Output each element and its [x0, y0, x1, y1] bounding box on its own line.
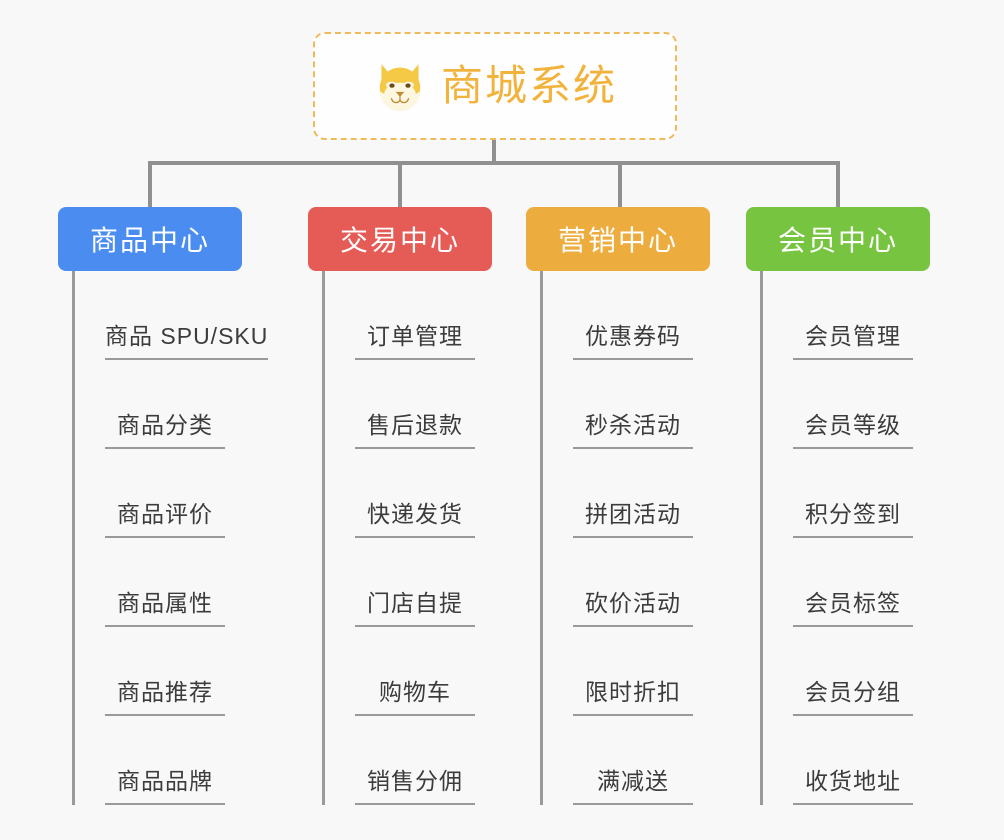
- branch-header-0[interactable]: 商品中心: [58, 207, 242, 271]
- leaf-label: 满减送: [573, 762, 693, 805]
- branch-header-1[interactable]: 交易中心: [308, 207, 492, 271]
- leaf-label: 会员管理: [793, 317, 913, 360]
- leaf-item[interactable]: 秒杀活动: [543, 360, 773, 449]
- leaf-list-1: 订单管理 售后退款 快递发货 门店自提 购物车 销售分佣: [322, 271, 555, 805]
- leaf-item[interactable]: 会员等级: [763, 360, 993, 449]
- leaf-item[interactable]: 商品 SPU/SKU: [75, 271, 305, 360]
- leaf-label: 拼团活动: [573, 495, 693, 538]
- leaf-item[interactable]: 优惠券码: [543, 271, 773, 360]
- leaf-list-2: 优惠券码 秒杀活动 拼团活动 砍价活动 限时折扣 满减送: [540, 271, 773, 805]
- connector-bus: [148, 161, 840, 165]
- connector-drop-3: [836, 161, 840, 208]
- leaf-item[interactable]: 门店自提: [325, 538, 555, 627]
- leaf-label: 会员分组: [793, 673, 913, 716]
- leaf-label: 商品推荐: [105, 673, 225, 716]
- leaf-label: 秒杀活动: [573, 406, 693, 449]
- leaf-item[interactable]: 砍价活动: [543, 538, 773, 627]
- branch-header-label-0: 商品中心: [89, 225, 210, 256]
- leaf-label: 购物车: [355, 673, 475, 716]
- leaf-label: 砍价活动: [573, 584, 693, 627]
- leaf-label: 优惠券码: [573, 317, 693, 360]
- leaf-item[interactable]: 销售分佣: [325, 716, 555, 805]
- branch-member-center: 会员中心 会员管理 会员等级 积分签到 会员标签 会员分组 收货地址: [746, 207, 993, 805]
- leaf-item[interactable]: 满减送: [543, 716, 773, 805]
- leaf-item[interactable]: 商品品牌: [75, 716, 305, 805]
- leaf-item[interactable]: 收货地址: [763, 716, 993, 805]
- leaf-label: 商品品牌: [105, 762, 225, 805]
- root-node[interactable]: 商城系统: [313, 32, 677, 140]
- leaf-label: 快递发货: [355, 495, 475, 538]
- leaf-label: 会员等级: [793, 406, 913, 449]
- connector-drop-1: [398, 161, 402, 208]
- leaf-label: 门店自提: [355, 584, 475, 627]
- leaf-item[interactable]: 订单管理: [325, 271, 555, 360]
- leaf-item[interactable]: 积分签到: [763, 449, 993, 538]
- branch-trade-center: 交易中心 订单管理 售后退款 快递发货 门店自提 购物车 销售分佣: [308, 207, 555, 805]
- leaf-item[interactable]: 会员标签: [763, 538, 993, 627]
- leaf-label: 收货地址: [793, 762, 913, 805]
- branch-product-center: 商品中心 商品 SPU/SKU 商品分类 商品评价 商品属性 商品推荐 商品品牌: [58, 207, 305, 805]
- leaf-label: 商品 SPU/SKU: [105, 317, 269, 360]
- leaf-label: 销售分佣: [355, 762, 475, 805]
- leaf-item[interactable]: 会员管理: [763, 271, 993, 360]
- leaf-label: 商品属性: [105, 584, 225, 627]
- leaf-label: 商品评价: [105, 495, 225, 538]
- leaf-item[interactable]: 会员分组: [763, 627, 993, 716]
- connector-trunk: [492, 140, 496, 164]
- leaf-label: 订单管理: [355, 317, 475, 360]
- branch-header-label-3: 会员中心: [777, 225, 898, 256]
- leaf-item[interactable]: 商品属性: [75, 538, 305, 627]
- leaf-label: 会员标签: [793, 584, 913, 627]
- connector-drop-2: [618, 161, 622, 208]
- connector-drop-0: [148, 161, 152, 208]
- leaf-label: 积分签到: [793, 495, 913, 538]
- branch-header-label-1: 交易中心: [339, 225, 460, 256]
- root-title: 商城系统: [440, 62, 617, 109]
- leaf-item[interactable]: 商品评价: [75, 449, 305, 538]
- branch-header-label-2: 营销中心: [557, 225, 678, 256]
- branch-header-2[interactable]: 营销中心: [526, 207, 710, 271]
- leaf-item[interactable]: 拼团活动: [543, 449, 773, 538]
- leaf-item[interactable]: 购物车: [325, 627, 555, 716]
- branch-header-3[interactable]: 会员中心: [746, 207, 930, 271]
- leaf-list-3: 会员管理 会员等级 积分签到 会员标签 会员分组 收货地址: [760, 271, 993, 805]
- branch-marketing-center: 营销中心 优惠券码 秒杀活动 拼团活动 砍价活动 限时折扣 满减送: [526, 207, 773, 805]
- leaf-item[interactable]: 限时折扣: [543, 627, 773, 716]
- leaf-item[interactable]: 商品推荐: [75, 627, 305, 716]
- leaf-item[interactable]: 商品分类: [75, 360, 305, 449]
- shiba-dog-face-icon: [379, 64, 421, 112]
- leaf-label: 限时折扣: [573, 673, 693, 716]
- leaf-list-0: 商品 SPU/SKU 商品分类 商品评价 商品属性 商品推荐 商品品牌: [72, 271, 305, 805]
- leaf-item[interactable]: 快递发货: [325, 449, 555, 538]
- leaf-item[interactable]: 售后退款: [325, 360, 555, 449]
- leaf-label: 售后退款: [355, 406, 475, 449]
- leaf-label: 商品分类: [105, 406, 225, 449]
